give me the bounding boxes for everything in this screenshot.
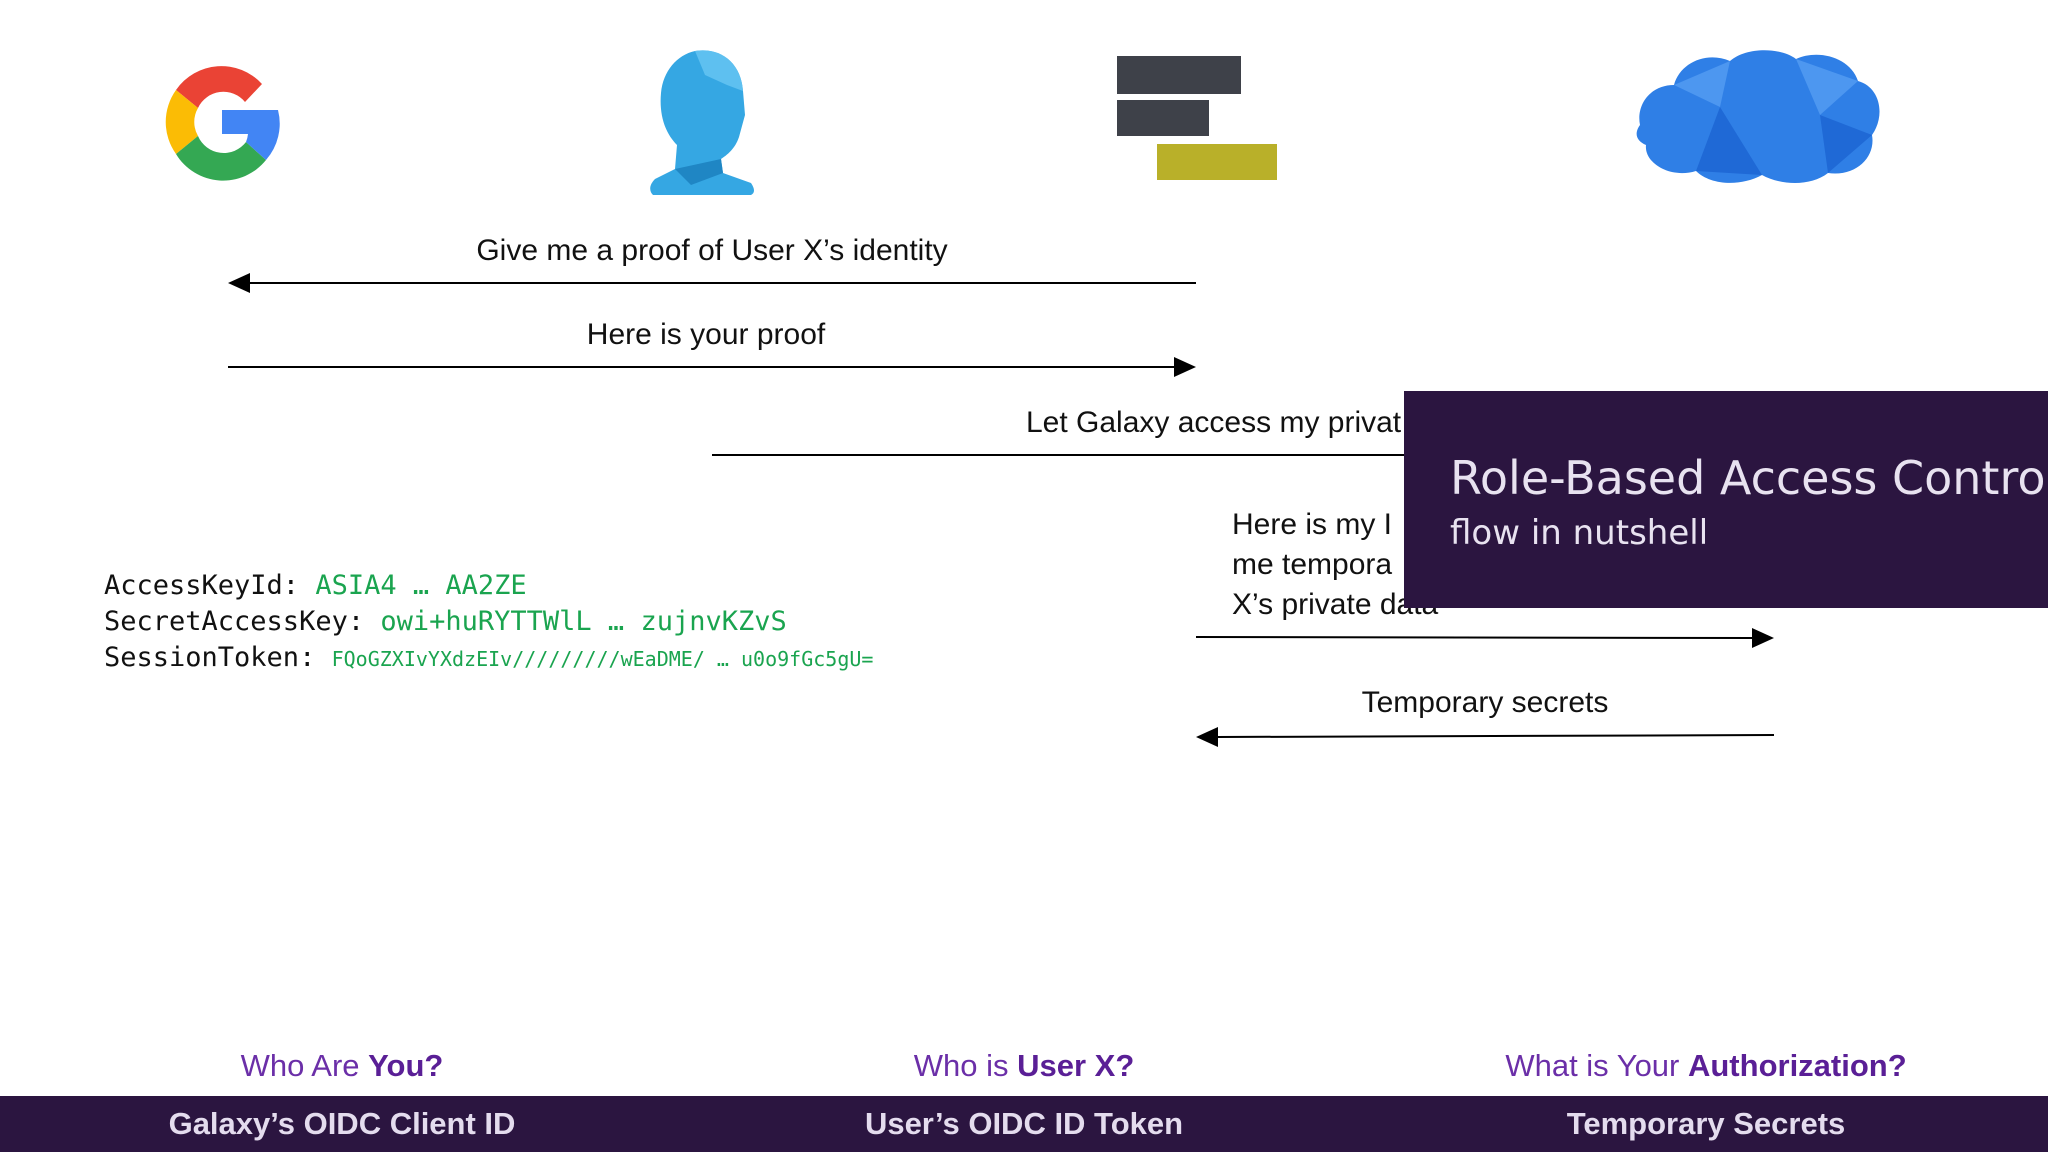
session-token-row: SessionToken: FQoGZXIvYXdzEIv/////////wE… <box>104 640 873 677</box>
question-authorization: What is Your Authorization? <box>1505 1048 1906 1084</box>
cloud-icon <box>1630 45 1885 185</box>
footer-temporary-secrets: Temporary Secrets <box>1566 1106 1846 1141</box>
overlay-title: Role-Based Access Control <box>1450 451 2048 505</box>
galaxy-logo-icon <box>1115 52 1280 184</box>
arrow-2 <box>228 357 1196 377</box>
arrow-4 <box>1195 628 1774 648</box>
access-key-label: AccessKeyId: <box>104 570 300 601</box>
arrow-1 <box>228 273 1196 293</box>
title-overlay: Role-Based Access Control flow in nutshe… <box>1404 391 2048 608</box>
question-who-is-user: Who is User X? <box>914 1048 1135 1084</box>
message-4-label: Here is my I me tempora X’s private data <box>1232 508 1438 621</box>
secret-key-row: SecretAccessKey: owi+huRYTTWlL … zujnvKZ… <box>104 604 873 640</box>
message-1-label: Give me a proof of User X’s identity <box>476 234 948 267</box>
credentials-block: AccessKeyId: ASIA4 … AA2ZE SecretAccessK… <box>104 568 873 677</box>
message-5-label: Temporary secrets <box>1361 686 1609 719</box>
access-key-value: ASIA4 … AA2ZE <box>315 570 527 601</box>
session-token-label: SessionToken: <box>104 642 316 673</box>
secret-key-label: SecretAccessKey: <box>104 606 365 637</box>
message-2-label: Here is your proof <box>586 318 826 351</box>
question-prefix: Who Are <box>240 1048 369 1083</box>
footer-client-id: Galaxy’s OIDC Client ID <box>168 1106 516 1141</box>
secret-key-value: owi+huRYTTWlL … zujnvKZvS <box>380 606 787 637</box>
user-head-icon <box>635 45 775 195</box>
question-prefix: Who is <box>913 1048 1018 1083</box>
question-who-are-you: Who Are You? <box>241 1048 444 1084</box>
footer-id-token: User’s OIDC ID Token <box>864 1106 1184 1141</box>
session-token-value: FQoGZXIvYXdzEIv/////////wEaDME/ … u0o9fG… <box>331 647 874 671</box>
question-prefix: What is Your <box>1505 1048 1688 1083</box>
footer-bar: Galaxy’s OIDC Client ID User’s OIDC ID T… <box>0 1096 2048 1152</box>
question-bold: Authorization? <box>1687 1048 1907 1083</box>
google-icon <box>150 50 290 190</box>
overlay-subtitle: flow in nutshell <box>1450 513 1709 553</box>
question-bold: You? <box>368 1048 444 1083</box>
access-key-row: AccessKeyId: ASIA4 … AA2ZE <box>104 568 873 604</box>
arrow-5 <box>1196 727 1775 747</box>
question-bold: User X? <box>1017 1048 1135 1083</box>
message-3-label: Let Galaxy access my privat <box>1026 406 1402 439</box>
